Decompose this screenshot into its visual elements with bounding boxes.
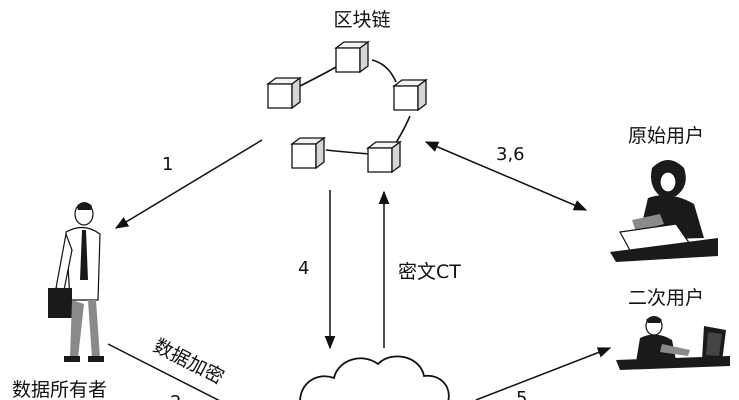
block-cube-icon [367, 141, 401, 173]
arrow-step-1 [114, 139, 263, 229]
ciphertext-label: 密文CT [398, 261, 461, 283]
step-4-label: 4 [298, 258, 309, 279]
step-5-label: 5 [516, 388, 527, 400]
block-cube-icon [291, 137, 325, 169]
step-1-label: 1 [162, 154, 173, 175]
step-2-label: 2 [170, 392, 181, 400]
arrow-step-5 [475, 347, 612, 400]
secondary-user-label: 二次用户 [628, 287, 704, 309]
original-user-label: 原始用户 [628, 125, 704, 147]
computer-user-icon [616, 316, 730, 370]
data-owner-label: 数据所有者 [12, 379, 107, 400]
data-encryption-label: 数据加密 [150, 335, 228, 389]
writer-icon [610, 160, 718, 262]
arrow-step-2 [107, 343, 220, 400]
block-cube-icon [393, 79, 427, 111]
blockchain-chain [299, 59, 411, 155]
cloud-icon [299, 355, 450, 400]
block-cube-icon [267, 77, 301, 109]
businessman-icon [48, 202, 104, 362]
blockchain-title: 区块链 [333, 9, 390, 31]
block-cube-icon [335, 41, 369, 73]
step-3-6-label: 3,6 [496, 144, 525, 165]
arrow-step-3-6 [424, 141, 588, 211]
